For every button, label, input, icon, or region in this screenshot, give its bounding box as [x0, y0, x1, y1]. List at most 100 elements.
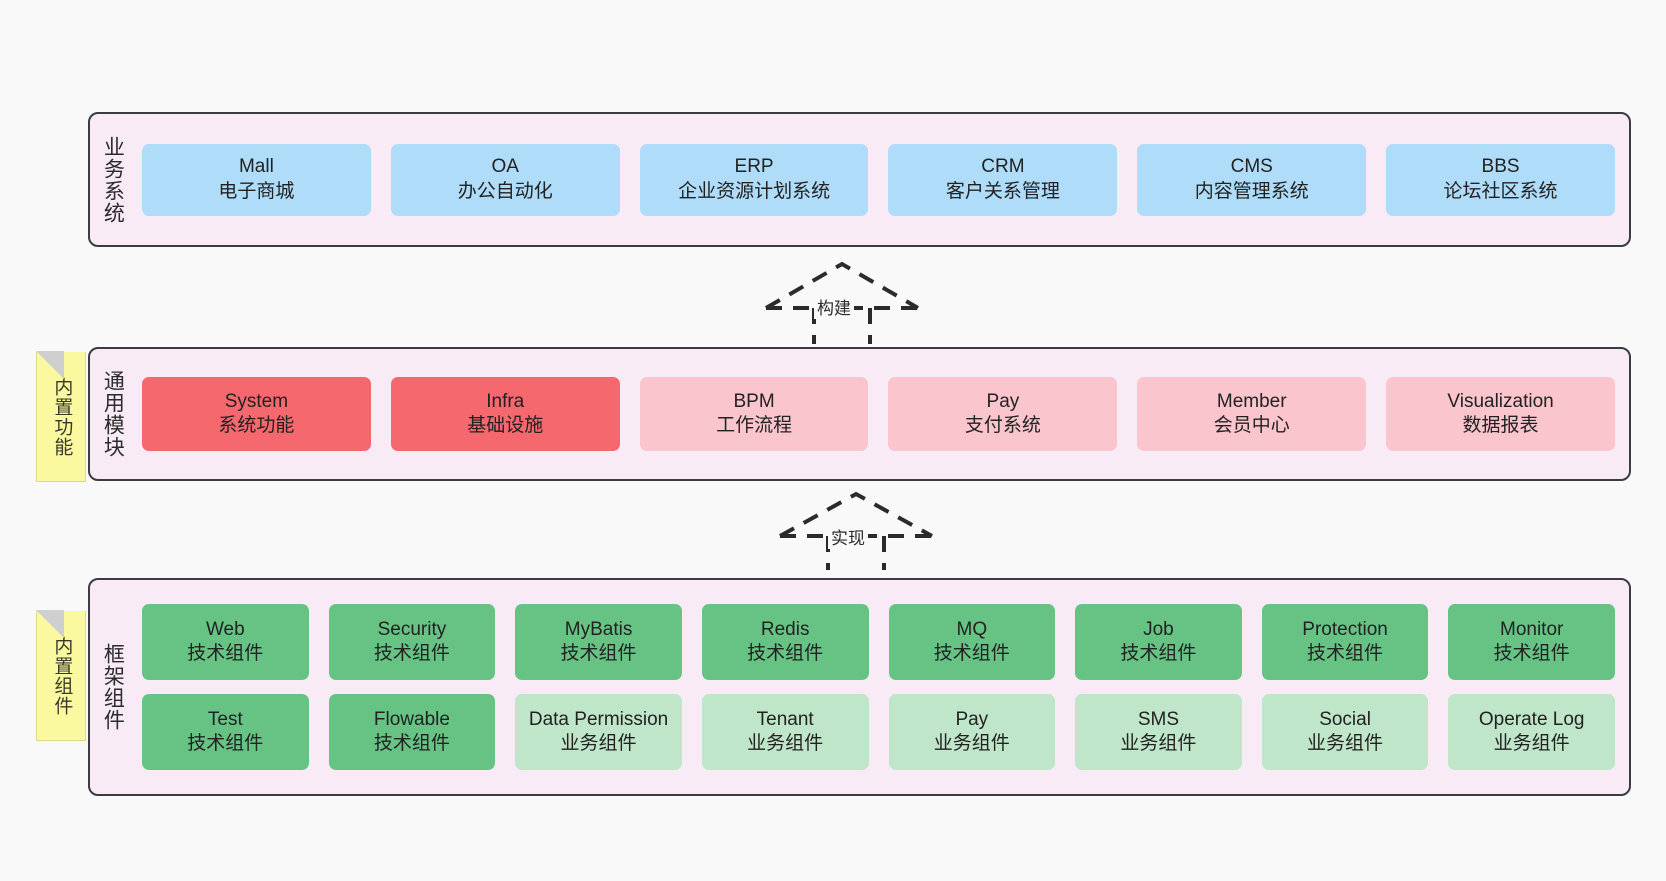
layer-framework-components: 框架组件 Web 技术组件 Security 技术组件 MyBatis 技术组件… — [88, 578, 1631, 796]
card-erp-en: ERP — [734, 156, 774, 178]
card-security-en: Security — [377, 618, 447, 640]
layer-business-systems: 业务系统 Mall 电子商城 OA 办公自动化 ERP 企业资源计划系统 CRM… — [88, 112, 1631, 247]
card-mybatis[interactable]: MyBatis 技术组件 — [515, 604, 682, 680]
card-mq-cn: 技术组件 — [933, 643, 1010, 664]
connector-build: 构建 — [752, 258, 932, 344]
layer-title-modules: 通用模块 — [101, 370, 125, 458]
sticky-note-builtin-features-label: 内置功能 — [51, 376, 73, 457]
card-mybatis-en: MyBatis — [564, 618, 633, 640]
connector-build-label: 构建 — [814, 294, 854, 319]
card-job[interactable]: Job 技术组件 — [1075, 604, 1242, 680]
card-visualization[interactable]: Visualization 数据报表 — [1386, 377, 1615, 451]
card-bbs-en: BBS — [1481, 156, 1520, 178]
card-cms-cn: 内容管理系统 — [1194, 180, 1309, 202]
card-pay-module[interactable]: Pay 支付系统 — [888, 377, 1118, 451]
card-mybatis-cn: 技术组件 — [560, 643, 637, 664]
sticky-note-builtin-features: 内置功能 — [36, 351, 86, 482]
card-data-permission[interactable]: Data Permission 业务组件 — [515, 694, 682, 770]
card-social[interactable]: Social 业务组件 — [1261, 694, 1429, 770]
card-visualization-en: Visualization — [1447, 390, 1554, 412]
card-bbs-cn: 论坛社区系统 — [1443, 180, 1558, 202]
card-bpm[interactable]: BPM 工作流程 — [639, 377, 869, 451]
card-mall-en: Mall — [238, 156, 274, 178]
card-web[interactable]: Web 技术组件 — [142, 604, 309, 680]
card-job-en: Job — [1143, 618, 1174, 640]
sticky-note-builtin-components: 内置组件 — [36, 610, 86, 741]
card-cms-en: CMS — [1230, 156, 1273, 178]
card-redis-cn: 技术组件 — [747, 643, 824, 664]
card-monitor-en: Monitor — [1500, 618, 1564, 640]
card-sms-cn: 业务组件 — [1120, 733, 1197, 754]
card-test-en: Test — [207, 708, 243, 730]
card-erp[interactable]: ERP 企业资源计划系统 — [639, 143, 869, 216]
card-system[interactable]: System 系统功能 — [142, 377, 371, 451]
layer-common-modules: 通用模块 System 系统功能 Infra 基础设施 BPM 工作流程 Pay… — [88, 347, 1631, 481]
card-data-permission-en: Data Permission — [528, 708, 669, 730]
card-flowable-cn: 技术组件 — [373, 733, 450, 754]
card-monitor[interactable]: Monitor 技术组件 — [1448, 604, 1615, 680]
card-tenant[interactable]: Tenant 业务组件 — [701, 694, 869, 770]
card-infra-cn: 基础设施 — [467, 415, 544, 436]
card-protection[interactable]: Protection 技术组件 — [1261, 604, 1429, 680]
card-mall[interactable]: Mall 电子商城 — [142, 143, 371, 216]
card-bpm-en: BPM — [733, 390, 775, 412]
card-oa[interactable]: OA 办公自动化 — [390, 143, 620, 216]
build-arrowhead — [764, 261, 920, 310]
card-test[interactable]: Test 技术组件 — [142, 694, 309, 770]
card-member[interactable]: Member 会员中心 — [1137, 377, 1367, 451]
layer-body-framework: Web 技术组件 Security 技术组件 MyBatis 技术组件 Redi… — [134, 580, 1629, 794]
card-flowable[interactable]: Flowable 技术组件 — [328, 694, 496, 770]
layer-body-business: Mall 电子商城 OA 办公自动化 ERP 企业资源计划系统 CRM 客户关系… — [134, 114, 1629, 245]
framework-card-row-1: Web 技术组件 Security 技术组件 MyBatis 技术组件 Redi… — [142, 604, 1615, 680]
card-bbs[interactable]: BBS 论坛社区系统 — [1386, 143, 1615, 216]
card-crm-en: CRM — [981, 156, 1025, 178]
card-infra[interactable]: Infra 基础设施 — [390, 377, 620, 451]
card-operate-log-cn: 业务组件 — [1493, 733, 1570, 754]
card-flowable-en: Flowable — [373, 708, 450, 730]
business-card-row: Mall 电子商城 OA 办公自动化 ERP 企业资源计划系统 CRM 客户关系… — [142, 143, 1615, 216]
card-mall-cn: 电子商城 — [218, 180, 295, 202]
card-social-cn: 业务组件 — [1307, 733, 1384, 754]
card-tenant-cn: 业务组件 — [747, 733, 824, 754]
card-oa-en: OA — [491, 156, 519, 178]
card-member-en: Member — [1216, 390, 1287, 412]
card-system-en: System — [224, 390, 289, 412]
card-protection-en: Protection — [1302, 618, 1388, 640]
card-mq-en: MQ — [956, 618, 988, 640]
card-system-cn: 系统功能 — [218, 415, 295, 436]
layer-title-framework: 框架组件 — [101, 643, 125, 731]
card-pay-component-en: Pay — [955, 708, 989, 730]
card-infra-en: Infra — [486, 390, 525, 412]
card-crm-cn: 客户关系管理 — [945, 180, 1060, 202]
card-web-en: Web — [205, 618, 245, 640]
card-sms-en: SMS — [1137, 708, 1180, 730]
implement-arrowhead — [779, 491, 933, 538]
card-pay-component[interactable]: Pay 业务组件 — [888, 694, 1056, 770]
sticky-note-builtin-components-label: 内置组件 — [51, 635, 73, 716]
connector-implement: 实现 — [766, 490, 946, 570]
card-protection-cn: 技术组件 — [1307, 643, 1384, 664]
card-crm[interactable]: CRM 客户关系管理 — [888, 143, 1118, 216]
card-cms[interactable]: CMS 内容管理系统 — [1137, 143, 1367, 216]
card-redis[interactable]: Redis 技术组件 — [701, 604, 869, 680]
card-operate-log-en: Operate Log — [1478, 708, 1585, 730]
card-job-cn: 技术组件 — [1120, 643, 1197, 664]
card-data-permission-cn: 业务组件 — [560, 733, 637, 754]
card-sms[interactable]: SMS 业务组件 — [1075, 694, 1242, 770]
card-pay-module-cn: 支付系统 — [964, 415, 1041, 436]
card-redis-en: Redis — [760, 618, 810, 640]
card-security-cn: 技术组件 — [373, 643, 450, 664]
card-security[interactable]: Security 技术组件 — [328, 604, 496, 680]
card-erp-cn: 企业资源计划系统 — [678, 180, 831, 202]
card-mq[interactable]: MQ 技术组件 — [888, 604, 1056, 680]
card-bpm-cn: 工作流程 — [716, 415, 793, 436]
card-test-cn: 技术组件 — [187, 733, 264, 754]
card-social-en: Social — [1319, 708, 1371, 730]
card-visualization-cn: 数据报表 — [1462, 415, 1539, 436]
card-operate-log[interactable]: Operate Log 业务组件 — [1448, 694, 1615, 770]
card-web-cn: 技术组件 — [187, 643, 264, 664]
card-oa-cn: 办公自动化 — [457, 180, 553, 202]
layer-body-modules: System 系统功能 Infra 基础设施 BPM 工作流程 Pay 支付系统… — [134, 349, 1629, 479]
card-tenant-en: Tenant — [756, 708, 814, 730]
